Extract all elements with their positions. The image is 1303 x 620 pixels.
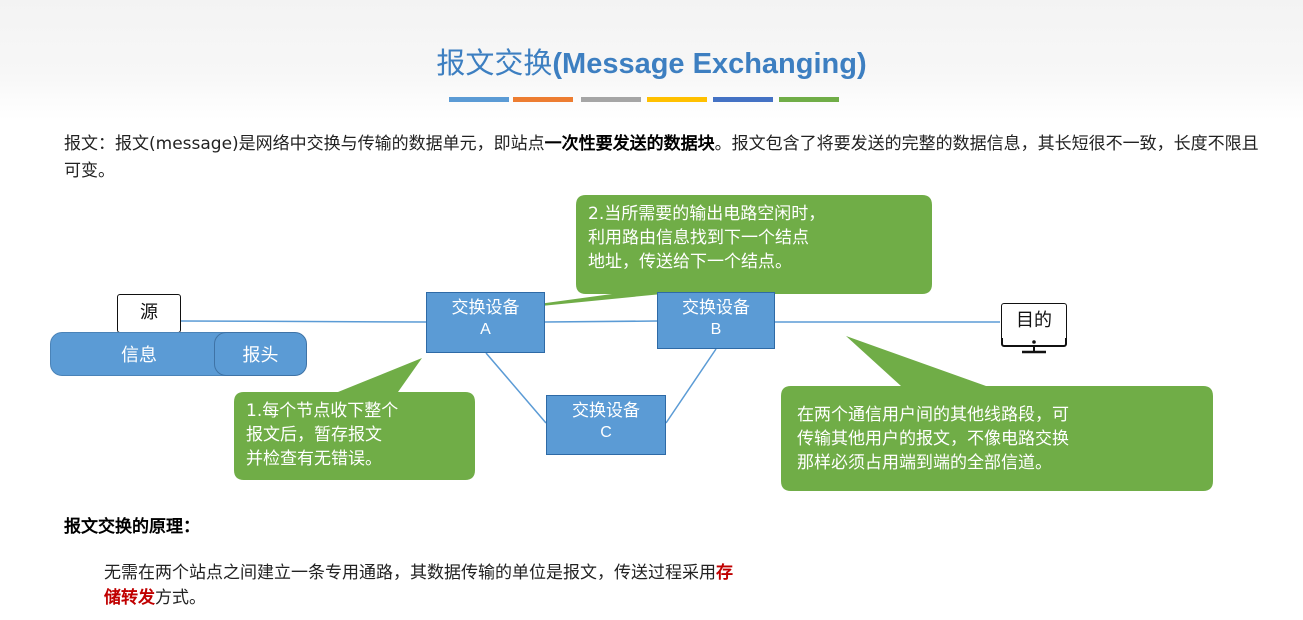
- link-c-b: [665, 348, 717, 424]
- intro-paragraph: 报文：报文(message)是网络中交换与传输的数据单元，即站点一次性要发送的数…: [64, 131, 1264, 185]
- accent-bar-5: [713, 97, 773, 102]
- callout-2-line-2: 利用路由信息找到下一个结点: [588, 228, 809, 248]
- switch-a-label: 交换设备: [451, 298, 520, 318]
- callout-1-line-3: 并检查有无错误。: [246, 449, 382, 469]
- callout-1-bubble: [234, 358, 475, 480]
- packet-header: 报头: [214, 332, 307, 376]
- callout-3-bubble: [781, 336, 1213, 491]
- callout-3-line-3: 那样必须占用端到端的全部信道。: [797, 453, 1052, 473]
- switch-b: 交换设备 B: [657, 292, 775, 349]
- title-cn: 报文交换: [436, 46, 553, 80]
- source-label: 源: [140, 302, 158, 323]
- callout-2-bubble: [480, 195, 932, 312]
- intro-text-1: 报文：报文(message)是网络中交换与传输的数据单元，即站点: [64, 134, 545, 154]
- accent-bar-3: [581, 97, 641, 102]
- principle-red-text: 存储转发: [104, 563, 733, 608]
- switch-c-label: 交换设备: [572, 401, 640, 421]
- packet-info-label: 信息: [121, 345, 157, 366]
- link-a-c: [485, 352, 547, 424]
- source-station: 源: [117, 294, 181, 333]
- intro-bold-text: 一次性要发送的数据块: [544, 134, 715, 154]
- callout-1-line-1: 1.每个节点收下整个: [246, 401, 399, 421]
- packet-info: 信息: [50, 332, 228, 376]
- switch-a-letter: A: [480, 321, 491, 338]
- intro-text-2: 。报文包含了将要发送的完整的数据信息，其长短很不一致，长度不限且可变。: [64, 134, 1259, 181]
- switch-c: 交换设备 C: [546, 395, 666, 455]
- link-source-a: [180, 320, 427, 323]
- accent-bar-6: [779, 97, 839, 102]
- callout-2-line-3: 地址，传送给下一个结点。: [588, 252, 792, 272]
- title-en: (Message Exchanging): [552, 48, 867, 80]
- dest-station: 目的: [1001, 303, 1067, 338]
- switch-b-label: 交换设备: [682, 298, 750, 318]
- principle-text-2: 方式。: [155, 588, 206, 608]
- accent-bar-4: [647, 97, 707, 102]
- switch-a: 交换设备 A: [426, 292, 545, 353]
- accent-bar-1: [449, 97, 509, 102]
- principle-heading: 报文交换的原理：: [64, 517, 200, 537]
- callout-1-text: 1.每个节点收下整个 报文后，暂存报文 并检查有无错误。: [246, 399, 398, 471]
- callout-2-line-1: 2.当所需要的输出电路空闲时，: [588, 204, 826, 224]
- principle-text-1: 无需在两个站点之间建立一条专用通路，其数据传输的单位是报文，传送过程采用: [104, 563, 716, 583]
- callout-3-line-1: 在两个通信用户间的其他线路段，可: [797, 405, 1069, 425]
- switch-c-letter: C: [600, 424, 612, 441]
- monitor-icon: [1001, 335, 1067, 354]
- packet-header-label: 报头: [242, 345, 279, 366]
- callout-3-text: 在两个通信用户间的其他线路段，可 传输其他用户的报文，不像电路交换 那样必须占用…: [797, 403, 1069, 475]
- callout-3-line-2: 传输其他用户的报文，不像电路交换: [797, 429, 1069, 449]
- monitor-power-dot: [1032, 340, 1036, 344]
- principle-paragraph: 无需在两个站点之间建立一条专用通路，其数据传输的单位是报文，传送过程采用存储转发…: [104, 561, 744, 611]
- accent-bar-2: [513, 97, 573, 102]
- switch-b-letter: B: [710, 321, 722, 338]
- callout-2-text: 2.当所需要的输出电路空闲时， 利用路由信息找到下一个结点 地址，传送给下一个结…: [588, 202, 825, 274]
- dest-label: 目的: [1016, 310, 1052, 331]
- callout-1-line-2: 报文后，暂存报文: [246, 425, 382, 445]
- link-a-b: [544, 320, 658, 323]
- page-title: 报文交换(Message Exchanging): [0, 40, 1303, 82]
